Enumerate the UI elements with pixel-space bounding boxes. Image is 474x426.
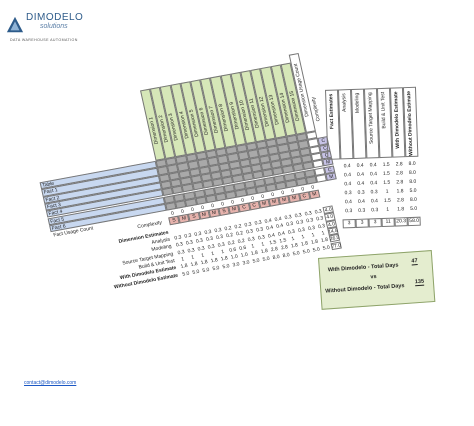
complexity-row-label: Complexity bbox=[137, 220, 163, 231]
fact-estimate-value: 0.3 bbox=[371, 207, 379, 214]
fact-estimate-value: 0.3 bbox=[344, 190, 352, 197]
fact-estimate-value: 0.4 bbox=[369, 162, 377, 169]
estimate-header-label: Analysis bbox=[341, 93, 348, 112]
fact-estimate-value: 0.4 bbox=[370, 180, 378, 187]
contact-email-link[interactable]: contact@dimodelo.com bbox=[24, 380, 77, 386]
fact-estimate-total: 3 bbox=[373, 219, 377, 226]
fact-estimate-value: 0.3 bbox=[358, 207, 366, 214]
fact-estimate-value: 0.4 bbox=[344, 181, 352, 188]
fact-estimate-value: 0.4 bbox=[370, 198, 378, 205]
fact-estimate-total: 11 bbox=[385, 218, 391, 225]
estimate-header-label: Build & Unit Test bbox=[380, 91, 388, 129]
fact-estimate-value: 1.8 bbox=[397, 206, 405, 213]
fact-estimate-value: 0.4 bbox=[343, 163, 351, 170]
fact-estimate-value: 2.8 bbox=[395, 161, 403, 168]
fact-estimate-value: 2.8 bbox=[395, 170, 404, 177]
brand-subtitle: solutions bbox=[40, 23, 68, 30]
fact-estimate-value: 0.3 bbox=[357, 189, 365, 196]
fact-estimate-total: 3 bbox=[347, 220, 351, 227]
estimate-total-value: 77.0 bbox=[330, 242, 342, 250]
fact-estimate-value: 8.0 bbox=[408, 160, 416, 168]
fact-estimate-total: 58.0 bbox=[409, 217, 420, 225]
dimodelo-logo: DIMODELO solutions DATA WAREHOUSE AUTOMA… bbox=[6, 8, 116, 48]
total-days-summary: With Dimodelo - Total Days 47 vs Without… bbox=[318, 250, 436, 310]
fact-estimate-total: 3 bbox=[360, 219, 364, 226]
fact-estimate-value: 5.0 bbox=[409, 187, 417, 195]
dimodelo-logo-icon bbox=[6, 16, 24, 33]
without-dimodelo-value: 135 bbox=[414, 278, 425, 287]
fact-estimate-value: 8.0 bbox=[409, 196, 417, 204]
fact-estimate-value: 1.5 bbox=[383, 179, 391, 186]
fact-estimate-value: 0.4 bbox=[357, 198, 365, 205]
fact-estimate-value: 1.5 bbox=[382, 161, 390, 168]
fact-estimate-value: 1 bbox=[385, 188, 389, 195]
fact-estimate-value: 8.0 bbox=[409, 178, 417, 186]
fact-estimate-value: 1 bbox=[386, 206, 390, 213]
fact-estimate-value: 0.3 bbox=[345, 208, 353, 215]
fact-estimate-value: 0.4 bbox=[356, 171, 365, 178]
fact-estimate-value: 1.5 bbox=[383, 197, 391, 204]
fact-estimate-value: 8.0 bbox=[408, 169, 417, 177]
brand-tagline: DATA WAREHOUSE AUTOMATION bbox=[10, 38, 78, 42]
fact-estimate-value: 2.8 bbox=[396, 179, 404, 186]
fact-estimate-value: 1.8 bbox=[396, 188, 404, 195]
fact-estimate-value: 0.4 bbox=[356, 162, 364, 169]
fact-estimate-total: 20.3 bbox=[396, 218, 407, 225]
fact-estimate-value: 1.5 bbox=[382, 170, 391, 177]
fact-estimate-value: 5.0 bbox=[410, 205, 418, 213]
versus-label: vs bbox=[370, 273, 377, 281]
with-dimodelo-value: 47 bbox=[411, 258, 418, 266]
estimate-header-label: Modeling bbox=[354, 92, 361, 114]
with-dimodelo-label: With Dimodelo - Total Days bbox=[327, 262, 399, 274]
fact-estimate-value: 0.4 bbox=[343, 172, 352, 179]
fact-estimate-value: 0.3 bbox=[370, 189, 378, 196]
fact-estimate-value: 0.4 bbox=[369, 171, 378, 178]
fact-estimate-value: 0.4 bbox=[344, 199, 353, 206]
fact-estimate-value: 0.4 bbox=[357, 180, 365, 187]
estimate-header-label: Fact Estimates bbox=[328, 93, 336, 130]
brand-name: DIMODELO bbox=[26, 12, 84, 23]
without-dimodelo-label: Without Dimodelo - Total Days bbox=[325, 283, 405, 295]
complexity-value: M bbox=[311, 191, 318, 199]
fact-estimate-value: 2.8 bbox=[396, 197, 404, 204]
